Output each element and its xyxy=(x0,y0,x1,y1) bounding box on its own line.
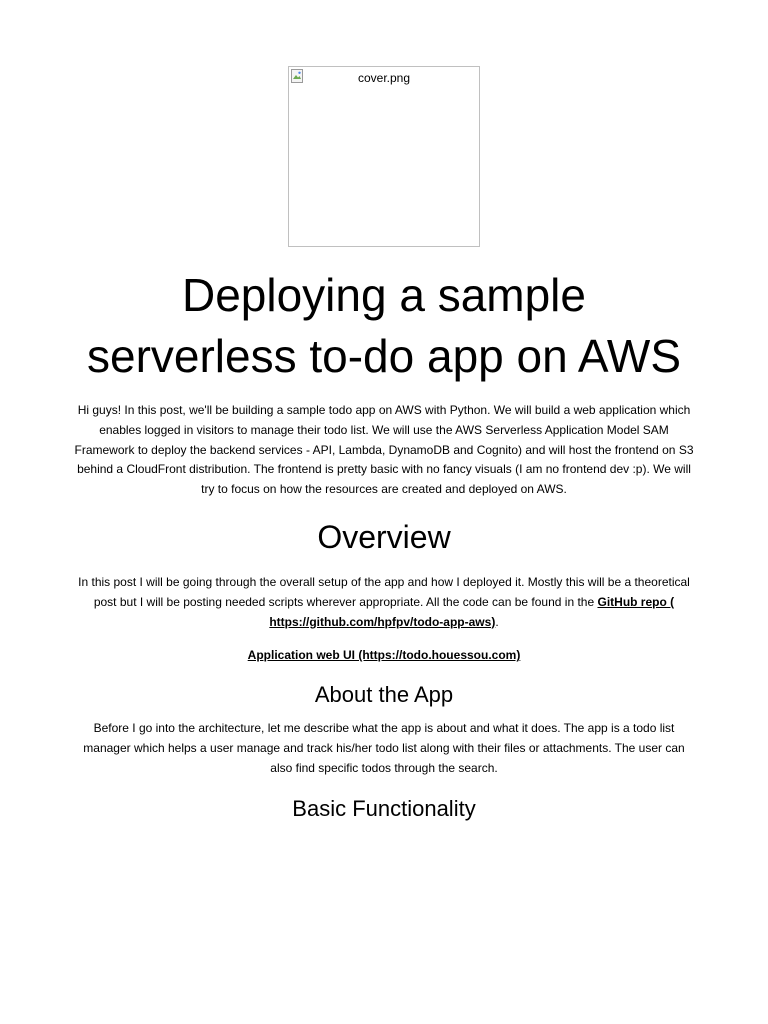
cover-alt-text: cover.png xyxy=(357,71,411,85)
basic-functionality-heading: Basic Functionality xyxy=(292,795,476,821)
broken-image-icon xyxy=(291,69,303,83)
page-title: Deploying a sample serverless to-do app … xyxy=(86,269,682,382)
app-web-ui-link[interactable]: Application web UI (https://todo.houesso… xyxy=(247,648,521,663)
overview-text: In this post I will be going through the… xyxy=(78,574,690,609)
app-link-paragraph: Application web UI (https://todo.houesso… xyxy=(72,646,696,666)
cover-image: cover.png xyxy=(288,66,480,247)
intro-paragraph: Hi guys! In this post, we'll be building… xyxy=(74,403,694,497)
about-paragraph: Before I go into the architecture, let m… xyxy=(83,721,685,775)
overview-heading: Overview xyxy=(317,518,451,555)
about-heading: About the App xyxy=(314,682,454,708)
github-repo-link[interactable]: GitHub repo ( https://github.com/hpfpv/t… xyxy=(269,594,675,629)
overview-paragraph: In this post I will be going through the… xyxy=(72,573,696,632)
overview-text-end: . xyxy=(495,614,499,629)
